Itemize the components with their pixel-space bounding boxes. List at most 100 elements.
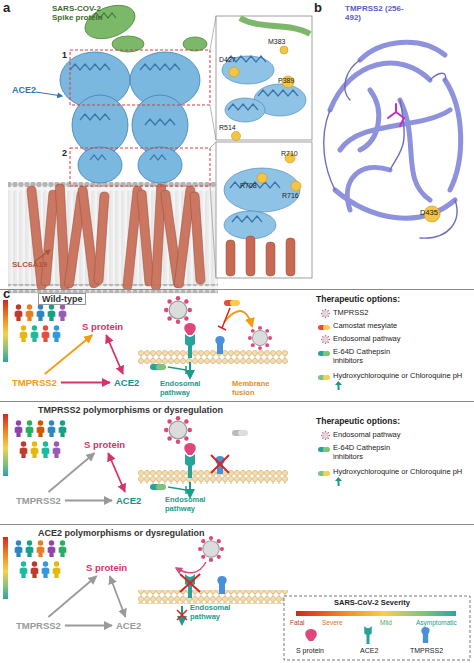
node-text: S protein <box>86 562 127 573</box>
legend-text: S protein <box>296 647 324 654</box>
residue-label: D435 <box>420 209 438 218</box>
node-text: ACE2 <box>114 377 139 388</box>
interaction-arrow <box>106 335 123 374</box>
pathway-label-text: Endosomal pathway <box>165 495 205 513</box>
therapy-item: Hydroxychloroquine or Chloroquine pH <box>333 468 471 487</box>
molecule-node: ACE2 <box>112 376 141 389</box>
interaction-arrow <box>48 576 96 617</box>
severity-level-text: Asymptomatic <box>416 619 457 626</box>
residue-label-text: M383 <box>268 38 286 45</box>
residue-label-text: R710 <box>281 150 298 157</box>
increase-arrow <box>335 381 342 390</box>
residue-label-text: D427 <box>219 56 236 63</box>
therapy-item: Endosomal pathway <box>333 335 401 344</box>
tmprss2-structure <box>324 42 461 238</box>
mechanism-wildtype <box>138 296 288 378</box>
protein-label: TMPRSS2 (256-492) <box>345 4 405 22</box>
mechanism-ace2-variant <box>138 536 288 624</box>
pathway-label-text: Membrane fusion <box>232 379 270 397</box>
callout-number-text: 1 <box>62 50 67 60</box>
inset-structures <box>216 16 312 278</box>
panel-letter-text: b <box>314 0 322 15</box>
residue-label: R514 <box>219 124 236 132</box>
therapy-item-text: Camostat mesylate <box>333 321 397 330</box>
pathway-label: Endosomal pathway <box>190 604 238 621</box>
residue-label: R708 <box>240 182 257 190</box>
molecule-node: S protein <box>82 438 127 451</box>
severity-level: Fatal <box>290 619 304 626</box>
callout-number-text: 2 <box>62 148 67 158</box>
therapy-item: Endosomal pathway <box>333 431 401 440</box>
panel-letter-text: c <box>3 286 10 301</box>
therapy-item: TMPRSS2 <box>333 309 368 318</box>
molecule-node: S protein <box>80 320 125 333</box>
callout-number: 1 <box>62 50 67 60</box>
molecule-node: ACE2 <box>114 494 143 507</box>
therapy-item-text: Hydroxychloroquine or Chloroquine pH <box>333 371 462 380</box>
protein-label-text: TMPRSS2 (256-492) <box>345 4 404 22</box>
therapy-item: Hydroxychloroquine or Chloroquine pH <box>333 372 471 391</box>
therapy-item-text: E-64D Cathepsin inhibitors <box>333 347 390 365</box>
node-text: ACE2 <box>116 495 141 506</box>
severity-level-text: Mild <box>380 619 392 626</box>
protein-label-text: ACE2 <box>12 85 36 95</box>
row-heading: ACE2 polymorphisms or dysregulation <box>38 528 205 538</box>
node-text: ACE2 <box>116 620 141 631</box>
therapy-item-text: Endosomal pathway <box>333 334 401 343</box>
panel-letter-text: a <box>3 0 10 15</box>
interaction-arrow <box>108 453 125 492</box>
therapy-item-text: E-64D Cathepsin inhibitors <box>333 443 390 461</box>
residue-label: R710 <box>281 150 298 158</box>
severity-level-text: Fatal <box>290 619 304 626</box>
interaction-arrow <box>45 335 92 374</box>
therapy-heading: Therapeutic options: <box>316 417 400 427</box>
therapy-item-text: Endosomal pathway <box>333 430 401 439</box>
node-text: S protein <box>82 321 123 332</box>
residue-label-text: R708 <box>240 182 257 189</box>
protein-label: ACE2 <box>12 85 36 95</box>
legend-text: TMPRSS2 <box>410 647 443 654</box>
legend-icon <box>362 626 374 644</box>
interaction-arrow <box>49 453 95 492</box>
interaction-arrow <box>61 382 110 384</box>
therapy-heading-text: Therapeutic options: <box>316 294 400 304</box>
legend-text: ACE2 <box>360 647 378 654</box>
therapy-item: Camostat mesylate <box>333 322 397 331</box>
severity-level: Asymptomatic <box>416 619 457 626</box>
legend-frame <box>284 596 470 660</box>
interaction-arrow <box>110 576 126 617</box>
severity-bars <box>3 300 8 599</box>
severity-level: Severe <box>322 619 343 626</box>
node-text: TMPRSS2 <box>16 495 61 506</box>
residue-label: M383 <box>268 38 286 46</box>
row-band: TMPRSS2 polymorphisms or dysregulation S … <box>0 401 474 524</box>
molecule-node: ACE2 <box>114 619 143 632</box>
molecule-node: TMPRSS2 <box>14 494 63 507</box>
pathway-label: Endosomal pathway <box>160 380 208 397</box>
therapy-item: E-64D Cathepsin inhibitors <box>333 444 411 461</box>
callout-number: 2 <box>62 148 67 158</box>
mechanism-tmprss2-variant <box>138 416 288 497</box>
severity-level: Mild <box>380 619 392 626</box>
residue-label-text: P389 <box>278 77 294 84</box>
therapy-heading-text: Therapeutic options: <box>316 416 400 426</box>
ace2-structure <box>60 52 200 183</box>
pathway-label: Membrane fusion <box>232 380 278 397</box>
therapy-item-text: Hydroxychloroquine or Chloroquine pH <box>333 467 462 476</box>
therapy-heading: Therapeutic options: <box>316 295 400 305</box>
therapy-item-text: TMPRSS2 <box>333 308 368 317</box>
lipid-membrane <box>8 182 218 294</box>
protein-label-text: SARS-COV-2 Spike protein <box>52 4 103 22</box>
legend-icon <box>304 629 318 641</box>
node-text: S protein <box>84 439 125 450</box>
interaction-arrow <box>65 625 112 627</box>
slc6a19-helices <box>27 184 206 290</box>
residue-label-text: R514 <box>219 124 236 131</box>
severity-level-text: Severe <box>322 619 343 626</box>
increase-arrow <box>335 477 342 486</box>
row-heading: TMPRSS2 polymorphisms or dysregulation <box>38 405 223 415</box>
legend-icon <box>420 627 431 643</box>
pathway-label: Endosomal pathway <box>165 496 213 513</box>
